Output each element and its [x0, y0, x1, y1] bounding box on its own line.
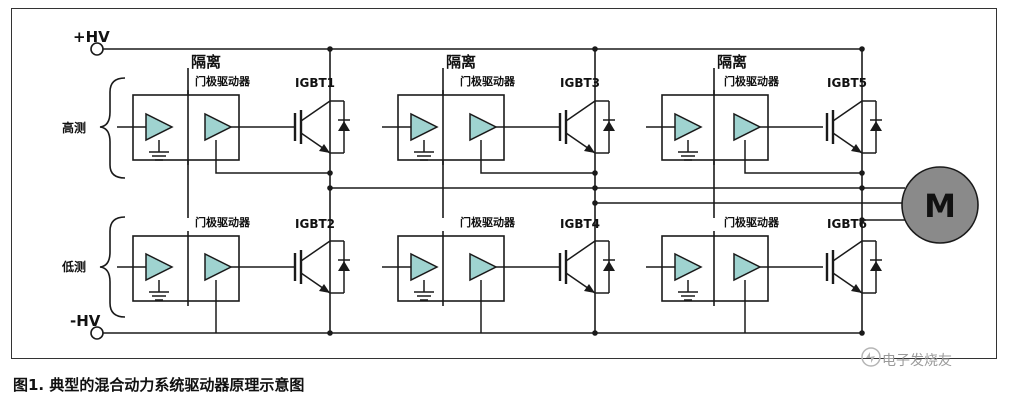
- junction-dot: [592, 330, 598, 336]
- junction-dot: [859, 217, 865, 223]
- diode-icon: [338, 121, 350, 131]
- junction-dot: [327, 185, 333, 191]
- gate-driver-label: 门极驱动器: [460, 74, 516, 88]
- diode-icon: [338, 261, 350, 271]
- junction-dot: [592, 46, 598, 52]
- emitter-arrow-icon: [851, 284, 862, 293]
- junction-dot: [327, 170, 333, 176]
- output-amplifier-icon: [469, 252, 498, 282]
- negative-terminal: [90, 326, 104, 340]
- figure-caption: 图1. 典型的混合动力系统驱动器原理示意图: [13, 376, 305, 394]
- figure-frame: [11, 8, 997, 359]
- wiring: [99, 48, 905, 334]
- watermark-logo-icon: [861, 347, 881, 367]
- isolation-label: 隔离: [717, 53, 747, 71]
- input-amplifier-icon: [410, 112, 439, 142]
- diode-icon: [870, 121, 882, 131]
- output-amplifier-icon: [733, 112, 762, 142]
- ground-icon: [414, 280, 434, 301]
- driver-stage: [117, 90, 350, 174]
- driver-stage: [646, 231, 882, 333]
- isolation-label: 隔离: [191, 53, 221, 71]
- igbt-label: IGBT3: [560, 76, 600, 90]
- igbt-label: IGBT5: [827, 76, 867, 90]
- input-amplifier-icon: [145, 252, 174, 282]
- emitter-arrow-icon: [319, 284, 330, 293]
- watermark: 电子发烧友: [882, 353, 952, 369]
- emitter-arrow-icon: [584, 284, 595, 293]
- ground-icon: [678, 140, 698, 161]
- motor-symbol: [901, 166, 979, 244]
- diode-icon: [603, 261, 615, 271]
- motor-label: M: [924, 187, 956, 225]
- igbt-label: IGBT6: [827, 217, 867, 231]
- gate-driver-label: 门极驱动器: [724, 215, 780, 229]
- gate-driver-label: 门极驱动器: [195, 74, 251, 88]
- igbt-label: IGBT2: [295, 217, 335, 231]
- igbt-label: IGBT1: [295, 76, 335, 90]
- junction-dot: [859, 170, 865, 176]
- high-side-brace: [99, 77, 126, 179]
- low-side-label: 低测: [61, 259, 86, 274]
- junction-dot: [327, 46, 333, 52]
- input-amplifier-icon: [674, 112, 703, 142]
- junction-dot: [327, 330, 333, 336]
- gate-driver-label: 门极驱动器: [724, 74, 780, 88]
- emitter-arrow-icon: [851, 144, 862, 153]
- isolation-label: 隔离: [446, 53, 476, 71]
- output-amplifier-icon: [469, 112, 498, 142]
- output-amplifier-icon: [204, 252, 233, 282]
- diode-icon: [603, 121, 615, 131]
- input-amplifier-icon: [410, 252, 439, 282]
- output-amplifier-icon: [733, 252, 762, 282]
- high-side-label: 高测: [62, 120, 86, 135]
- positive-rail-label: +HV: [73, 28, 110, 46]
- junction-dot: [592, 170, 598, 176]
- driver-stage: [646, 90, 882, 174]
- junction-dot: [859, 330, 865, 336]
- output-amplifier-icon: [204, 112, 233, 142]
- junction-dot: [592, 185, 598, 191]
- positive-terminal: [90, 42, 104, 56]
- driver-stage: [382, 231, 615, 333]
- junction-dot: [592, 200, 598, 206]
- junction-dot: [859, 46, 865, 52]
- gate-driver-label: 门极驱动器: [195, 215, 251, 229]
- junction-dot: [859, 185, 865, 191]
- ground-icon: [414, 140, 434, 161]
- gate-driver-label: 门极驱动器: [460, 215, 516, 229]
- ground-icon: [149, 140, 169, 161]
- negative-rail-label: -HV: [70, 312, 101, 330]
- input-amplifier-icon: [674, 252, 703, 282]
- igbt-label: IGBT4: [560, 217, 600, 231]
- diode-icon: [870, 261, 882, 271]
- ground-icon: [678, 280, 698, 301]
- ground-icon: [149, 280, 169, 301]
- emitter-arrow-icon: [584, 144, 595, 153]
- driver-stage: [382, 90, 615, 174]
- emitter-arrow-icon: [319, 144, 330, 153]
- input-amplifier-icon: [145, 112, 174, 142]
- driver-stage: [117, 231, 350, 333]
- low-side-brace: [99, 216, 126, 318]
